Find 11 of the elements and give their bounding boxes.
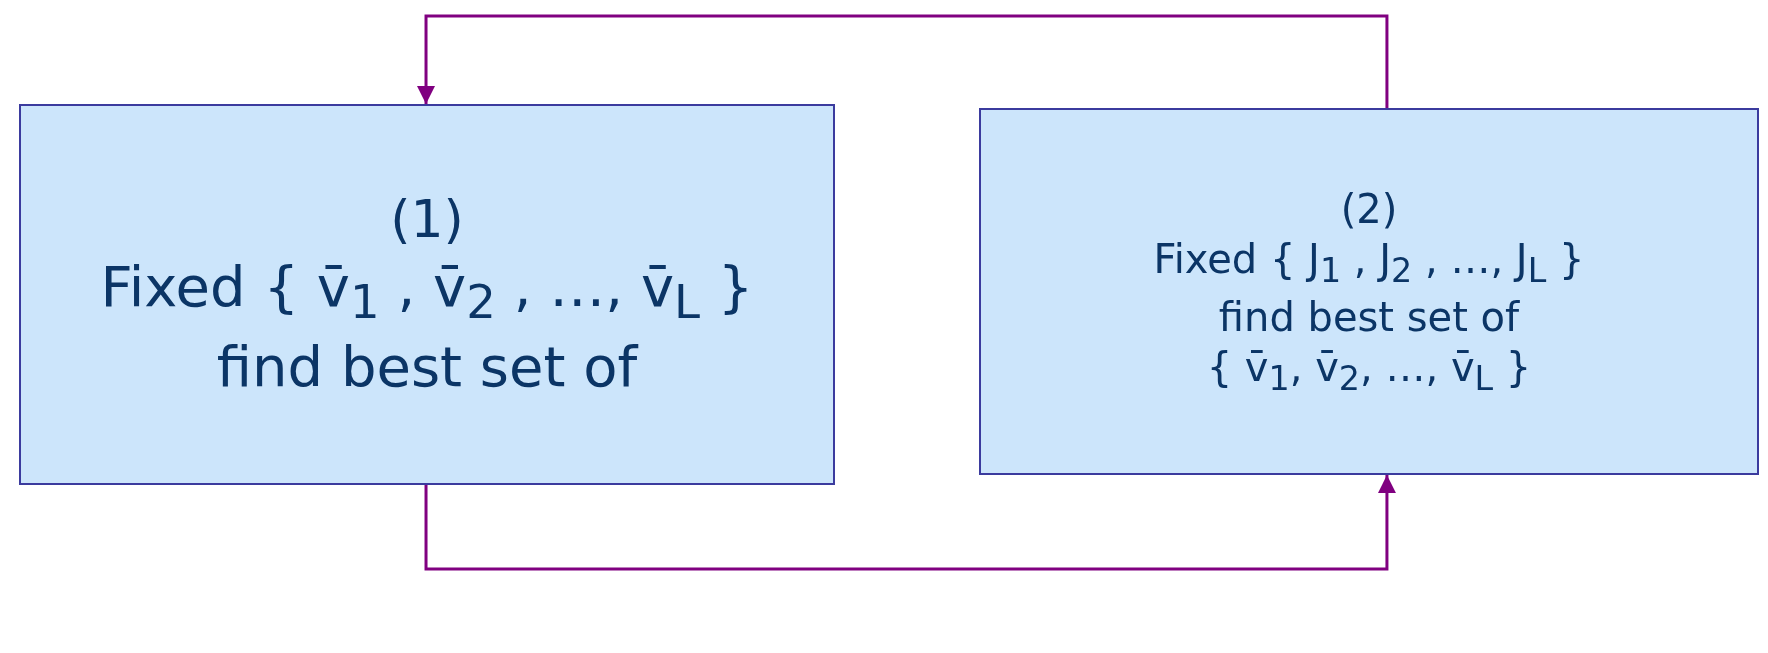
step-number: (1) [390, 188, 464, 252]
box-text: Fixed { J$_{1}$ , J$_{2}$ , …, J$_{L}$ } [1153, 234, 1585, 292]
box-text: Fixed { v̄$_{1}$ , v̄$_{2}$ , …, v̄$_{L}$ } [100, 253, 754, 332]
process-box [19, 104, 835, 485]
box-text: { v̄$_{1}$, v̄$_{2}$, …, v̄$_{L}$ } [1206, 342, 1532, 400]
box-text: find best set of [216, 332, 638, 401]
connector-arrow [424, 475, 1396, 571]
step-number: (2) [1340, 184, 1398, 234]
box-text: find best set of [1218, 292, 1520, 342]
process-box [979, 108, 1759, 475]
connector-arrow [417, 14, 1389, 108]
